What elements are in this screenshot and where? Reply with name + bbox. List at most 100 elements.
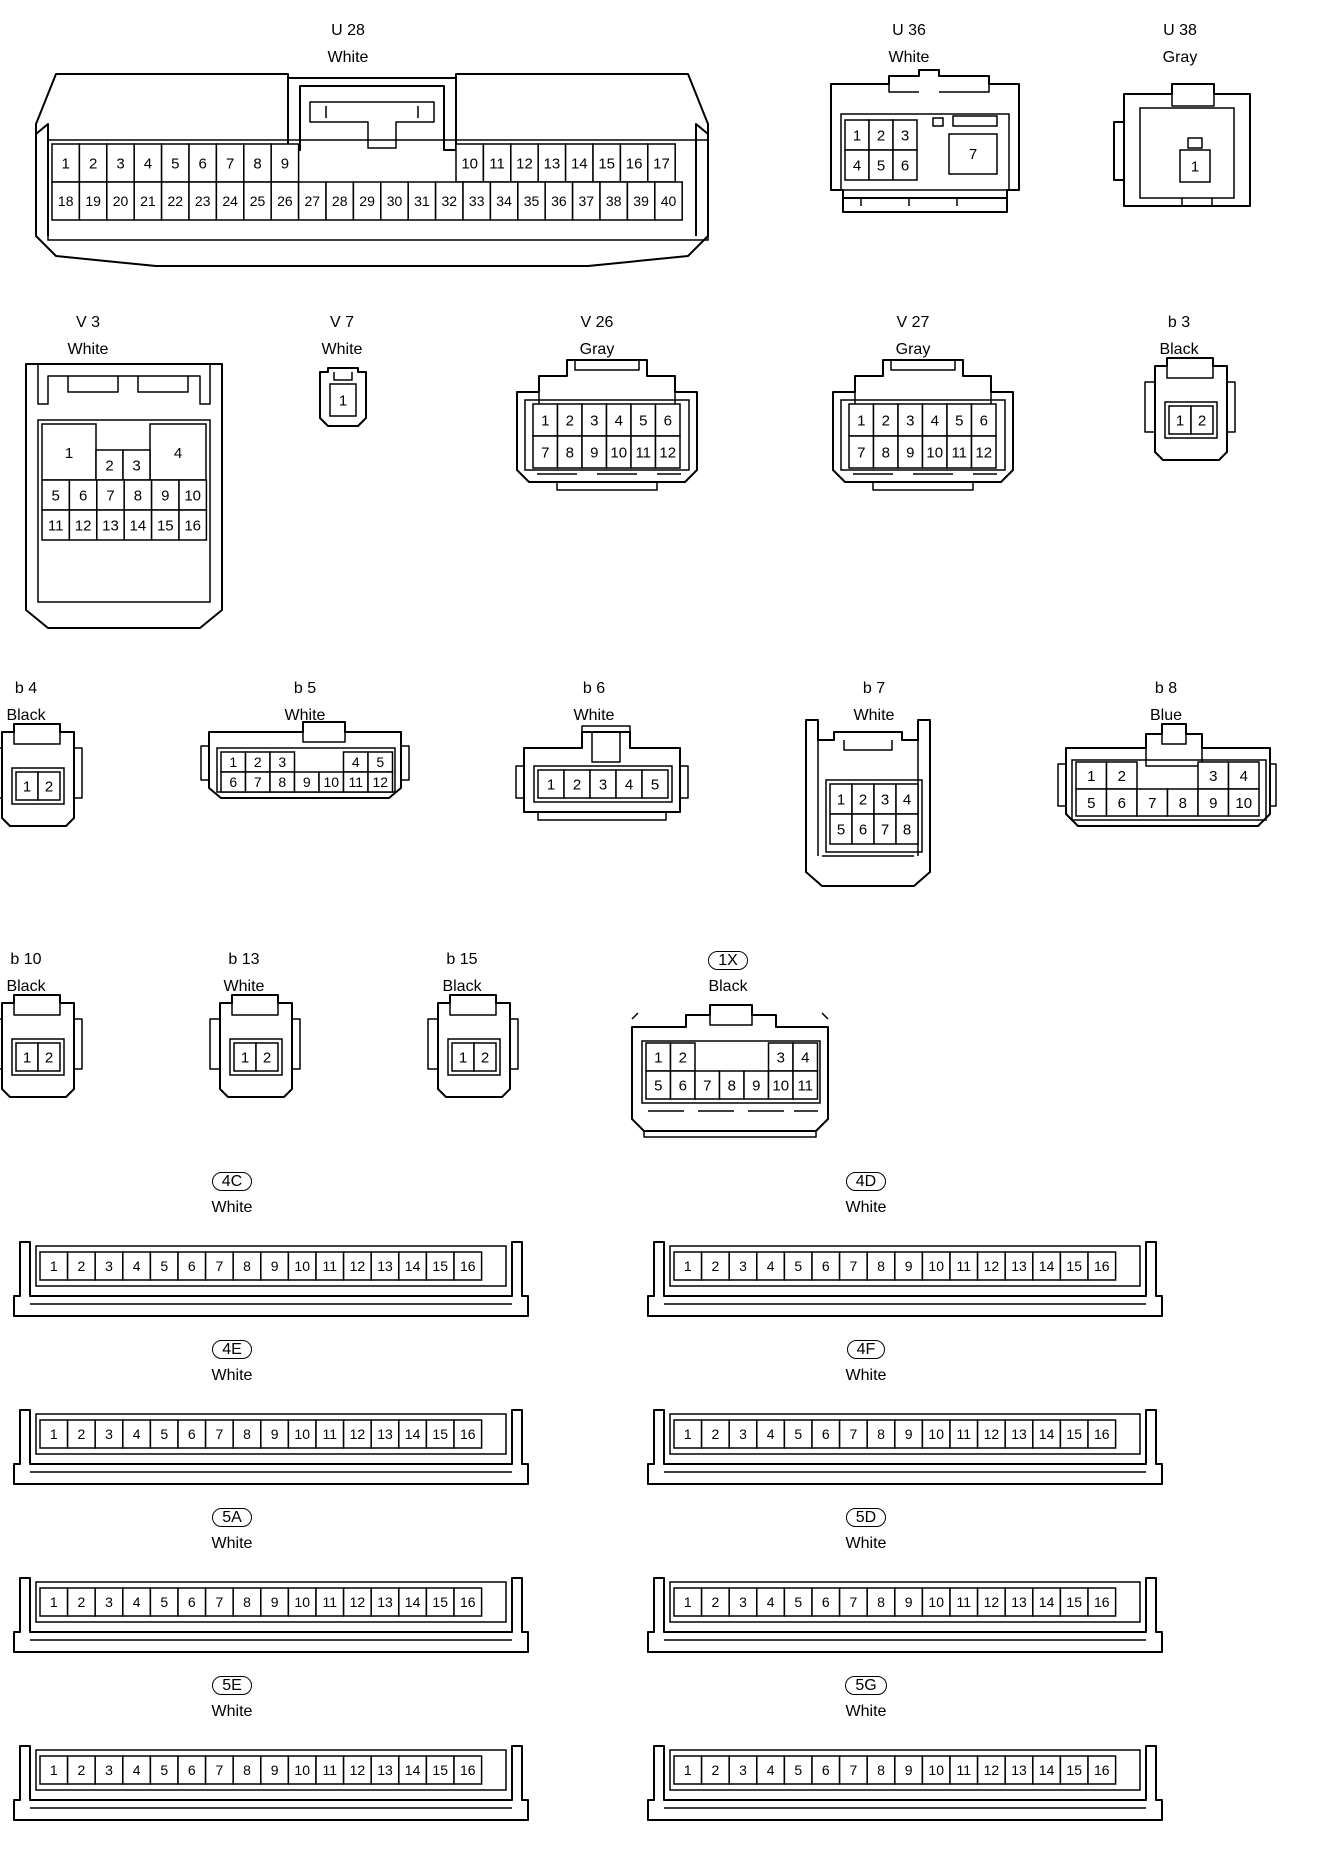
pin-cell: 25 (243, 181, 272, 221)
pin-cell: 3 (581, 403, 608, 437)
pin-number: 11 (951, 444, 967, 461)
pin-number: 6 (188, 1594, 196, 1610)
pin-number: 5 (52, 487, 60, 504)
pin-number: 8 (243, 1762, 251, 1778)
pin-cell: 7 (1136, 788, 1169, 817)
pin-number: 13 (377, 1762, 393, 1778)
pin-number: 11 (348, 774, 363, 790)
pin-cell: 15 (592, 143, 622, 183)
pin-cell: 14 (1032, 1251, 1062, 1281)
pin-number: 4 (133, 1594, 141, 1610)
pin-cell: 9 (581, 435, 608, 469)
pin-cell: 6 (811, 1419, 841, 1449)
pin-number: 4 (767, 1426, 775, 1442)
pin-cell: 6 (892, 149, 918, 181)
pin-number: 14 (405, 1258, 421, 1274)
pin-number: 15 (432, 1762, 448, 1778)
connector-id-text: 5E (212, 1676, 252, 1695)
pin-cell: 9 (260, 1419, 290, 1449)
connector-id-text: b 15 (446, 951, 478, 968)
connector-id-label: 4D (826, 1172, 906, 1191)
pin-number: 10 (461, 155, 478, 172)
pin-number: 6 (822, 1426, 830, 1442)
pin-cell: 2 (78, 143, 108, 183)
pin-cell: 9 (1197, 788, 1230, 817)
pin-cell: 1 (15, 1042, 39, 1072)
pin-number: 16 (184, 517, 201, 534)
pin-cell: 12 (976, 1419, 1006, 1449)
connector-id-text: U 28 (331, 22, 365, 39)
pin-cell: 16 (1087, 1755, 1117, 1785)
pin-cell: 4 (1227, 761, 1260, 790)
pin-cell: 1 (329, 383, 357, 417)
pin-cell: 5 (829, 813, 853, 845)
pin-cell: 14 (1032, 1587, 1062, 1617)
pin-number: 9 (590, 444, 598, 461)
pin-number: 15 (1066, 1426, 1082, 1442)
connector-id-label: U 38 (1140, 22, 1220, 40)
pin-number: 13 (1011, 1426, 1027, 1442)
pin-cell: 4 (756, 1587, 786, 1617)
connector-id-label: b 10 (0, 951, 66, 969)
pin-number: 13 (1011, 1594, 1027, 1610)
pin-cell: 1 (39, 1251, 69, 1281)
pin-number: 15 (432, 1426, 448, 1442)
pin-number: 11 (323, 1762, 338, 1778)
pin-number: 8 (1179, 795, 1187, 812)
pin-cell: 5 (645, 1070, 672, 1100)
pin-cell: 1 (233, 1042, 257, 1072)
pin-number: 11 (323, 1426, 338, 1442)
pin-cell: 8 (232, 1587, 262, 1617)
pin-number: 2 (78, 1258, 86, 1274)
pin-cell: 14 (123, 509, 153, 541)
connector-id-text: 4E (212, 1340, 252, 1359)
pin-number: 5 (1087, 795, 1095, 812)
pin-cell: 11 (949, 1251, 979, 1281)
pin-cell: 2 (700, 1755, 730, 1785)
pin-number: 15 (1066, 1594, 1082, 1610)
pin-cell: 11 (315, 1755, 345, 1785)
pin-cell: 6 (811, 1251, 841, 1281)
connector-id-label: V 3 (48, 314, 128, 332)
pin-number: 2 (254, 754, 262, 770)
pin-number: 2 (105, 457, 113, 474)
pin-number: 7 (216, 1594, 224, 1610)
pin-cell: 14 (1032, 1755, 1062, 1785)
pin-number: 38 (606, 193, 622, 209)
pin-cell: 1 (51, 143, 81, 183)
connector-id-label: b 6 (554, 680, 634, 698)
pin-cell: 2 (66, 1251, 96, 1281)
pin-number: 12 (350, 1762, 366, 1778)
pin-cell: 7 (532, 435, 559, 469)
pin-cell: 1 (829, 783, 853, 815)
pin-cell: 3 (589, 769, 617, 799)
pin-number: 1 (50, 1762, 58, 1778)
pin-cell: 1 (1179, 149, 1211, 183)
pin-cell: 9 (894, 1251, 924, 1281)
pin-cell: 3 (728, 1419, 758, 1449)
connector-id-label: V 7 (302, 314, 382, 332)
pin-cell: 7 (96, 479, 125, 511)
pin-cell: 9 (894, 1587, 924, 1617)
pin-number: 2 (481, 1049, 489, 1066)
connector-id-label: b 7 (834, 680, 914, 698)
pin-number: 7 (216, 1762, 224, 1778)
connector-color-label: White (211, 1535, 253, 1552)
pin-number: 8 (877, 1762, 885, 1778)
pin-cell: 1 (844, 119, 870, 151)
pin-number: 11 (957, 1594, 972, 1610)
pin-number: 17 (653, 155, 670, 172)
connector-id-text: V 7 (329, 314, 354, 331)
pin-cell: 38 (599, 181, 629, 221)
pin-cell: 16 (619, 143, 649, 183)
pin-number: 2 (712, 1594, 720, 1610)
